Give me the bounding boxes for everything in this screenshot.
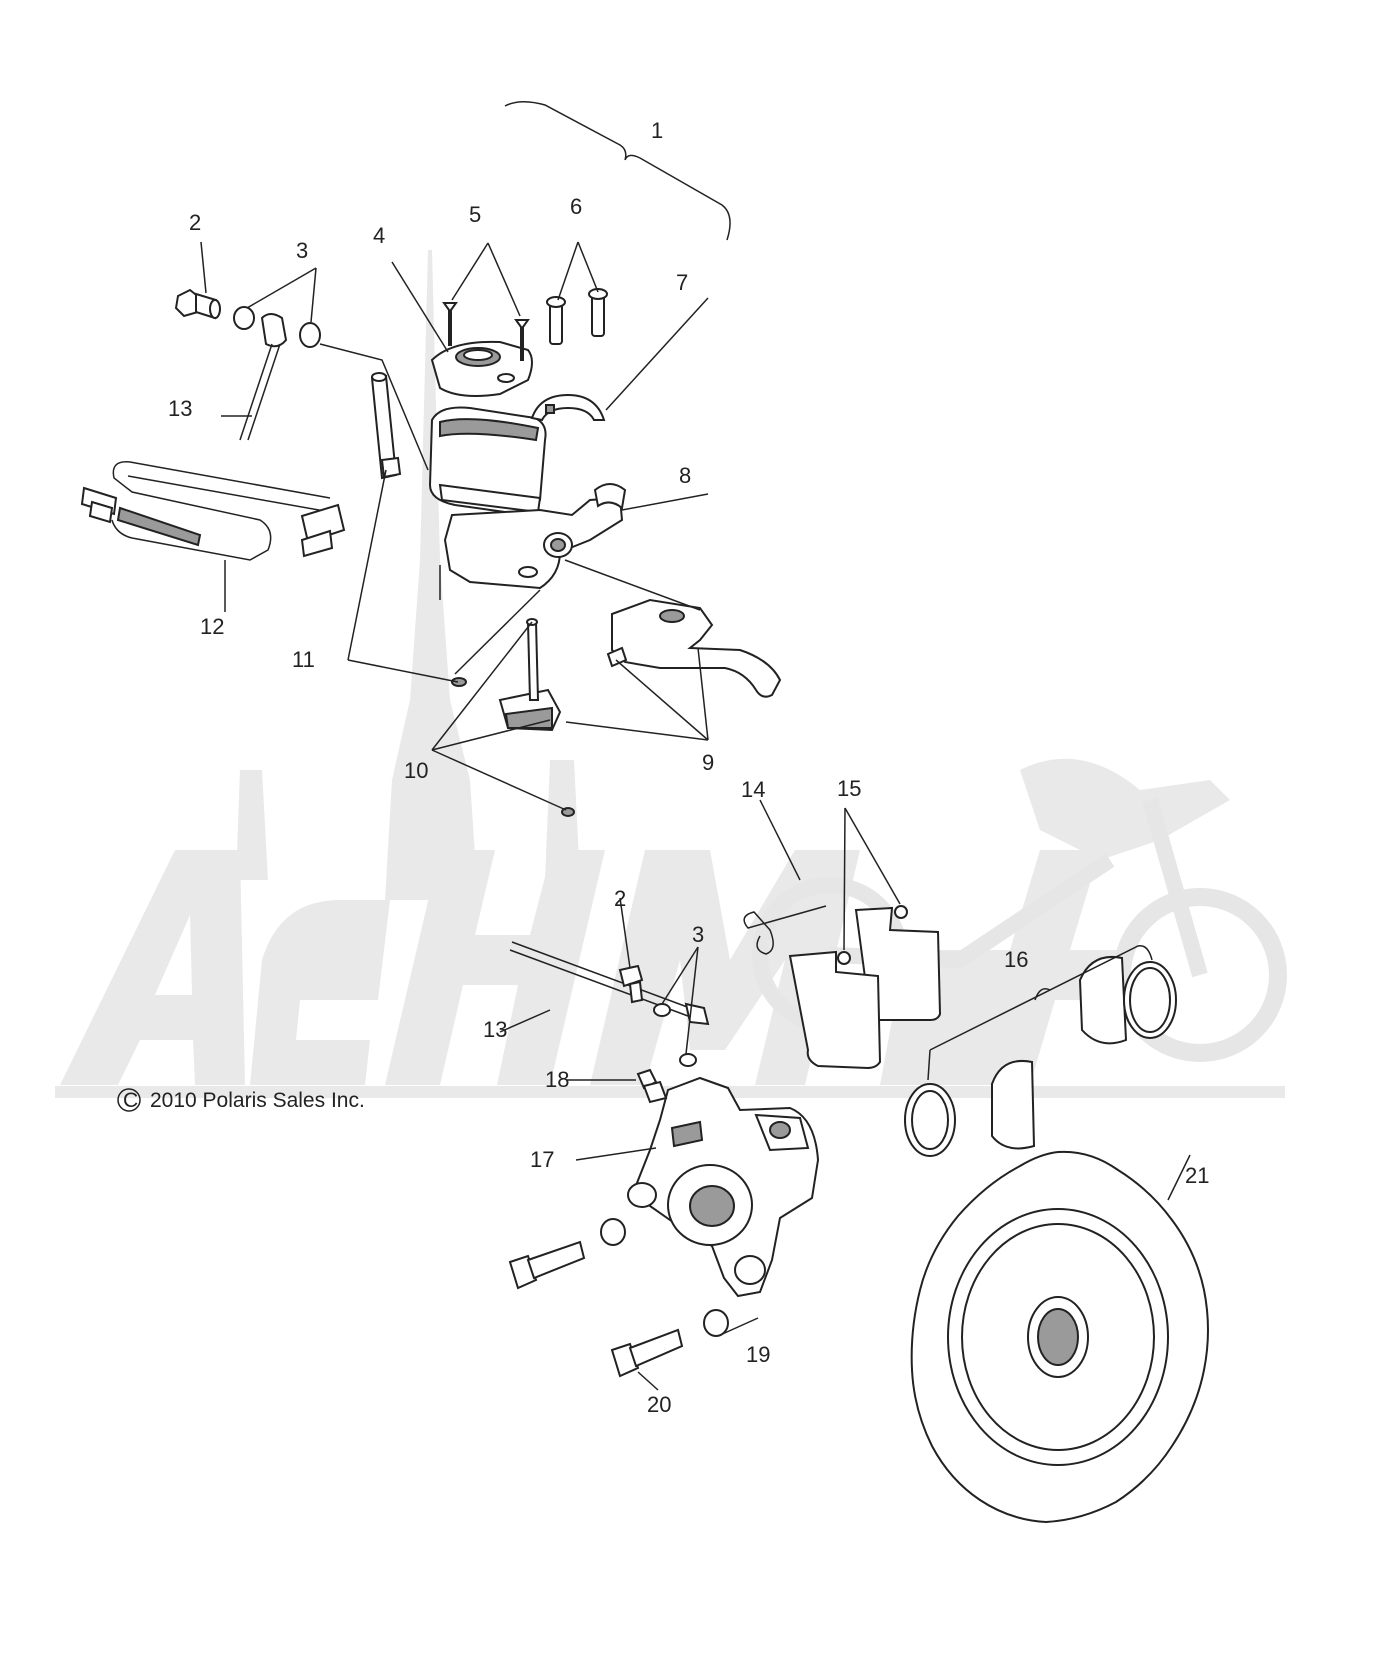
- callout-18: 18: [545, 1067, 569, 1092]
- watermark-lettering: [60, 850, 1120, 1085]
- pad-retaining-pin: [743, 905, 827, 955]
- handlebar-clamp: [530, 393, 606, 422]
- washer-upper-left: [233, 306, 255, 330]
- brake-caliper: [627, 1076, 820, 1298]
- callout-20: 20: [647, 1392, 671, 1417]
- callout-7: 7: [676, 270, 688, 295]
- banjo-bolt-lower: [618, 964, 644, 1004]
- callout-13-upper: 13: [168, 396, 192, 421]
- callout-14: 14: [741, 777, 765, 802]
- callout-5: 5: [469, 202, 481, 227]
- bleeder-valve: [636, 1068, 668, 1104]
- callout-16: 16: [1004, 947, 1028, 972]
- master-cylinder-group: [80, 241, 782, 817]
- callout-labels: 1 2 3 4 5 6 7 8 9 10 11 12 13 14 15 16 2…: [168, 118, 1209, 1417]
- cap-screws: [442, 302, 530, 361]
- callout-13-lower: 13: [483, 1017, 507, 1042]
- banjo-bolt-upper: [174, 288, 221, 320]
- leader-lines-lower: [499, 799, 1191, 1391]
- washer-upper-right: [299, 322, 321, 348]
- callout-12: 12: [200, 614, 224, 639]
- pivot-pin-upper: [370, 372, 402, 480]
- callout-15: 15: [837, 776, 861, 801]
- brake-line-upper: [239, 313, 288, 441]
- callout-11: 11: [292, 647, 315, 672]
- callout-21: 21: [1185, 1163, 1209, 1188]
- copyright-text: 2010 Polaris Sales Inc.: [150, 1089, 365, 1112]
- callout-3-upper: 3: [296, 238, 308, 263]
- callout-19: 19: [746, 1342, 770, 1367]
- callout-17: 17: [530, 1147, 554, 1172]
- clamp-screws: [546, 288, 608, 345]
- callout-6: 6: [570, 194, 582, 219]
- assembly-brace: [504, 101, 731, 241]
- callout-2-upper: 2: [189, 210, 201, 235]
- callout-8: 8: [679, 463, 691, 488]
- copyright-c: C: [123, 1089, 138, 1112]
- watermark-spire: [385, 250, 478, 900]
- caliper-bolt-lower: [610, 1328, 684, 1378]
- washer-lower-top: [653, 1003, 671, 1017]
- master-cylinder-mount: [443, 483, 627, 590]
- copyright-icon: [117, 1088, 141, 1112]
- copyright-block: C 2010 Polaris Sales Inc.: [117, 1088, 365, 1112]
- reservoir-cap: [430, 340, 533, 397]
- callout-3-lower: 3: [692, 922, 704, 947]
- watermark-tower: [236, 760, 580, 880]
- brake-rotor: [910, 1150, 1209, 1524]
- leader-lines-upper: [200, 241, 709, 811]
- reservoir-body: [428, 406, 547, 514]
- callout-1: 1: [651, 118, 663, 143]
- callout-4: 4: [373, 223, 385, 248]
- piston-bracket: [927, 945, 1153, 1081]
- caliper-washer-lower: [703, 1309, 729, 1337]
- washer-lower-bottom: [679, 1053, 697, 1067]
- caliper-group: [499, 799, 1209, 1524]
- caliper-bolt-upper: [508, 1240, 586, 1290]
- brake-lever: [498, 598, 782, 732]
- caliper-washer-upper: [600, 1218, 626, 1246]
- callout-9: 9: [702, 750, 714, 775]
- callout-2-lower: 2: [614, 886, 626, 911]
- callout-10: 10: [404, 758, 428, 783]
- brake-pads: [788, 905, 942, 1070]
- caliper-pistons: [904, 956, 1177, 1157]
- brake-switch-harness: [80, 461, 346, 561]
